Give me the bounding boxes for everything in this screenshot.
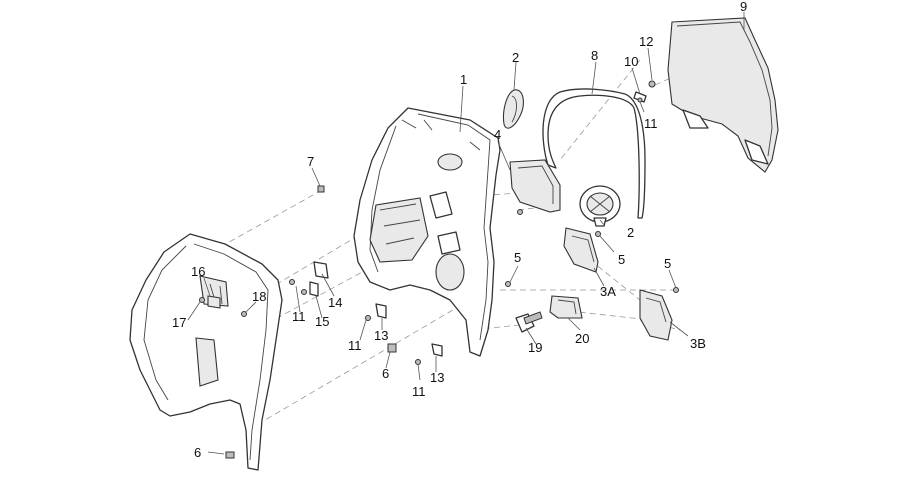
callout-14: 14 <box>328 295 342 310</box>
callout-13-lower: 13 <box>430 370 444 385</box>
screw-5-d <box>505 281 511 287</box>
part-20-connector <box>549 295 583 319</box>
callout-20: 20 <box>575 331 589 346</box>
screw-18 <box>241 311 247 317</box>
bracket-14 <box>313 261 329 279</box>
part-19-bolt <box>515 311 543 333</box>
callout-16: 16 <box>191 264 205 279</box>
screw-12 <box>648 80 656 88</box>
screw-5-c <box>673 287 679 293</box>
screw-11-d <box>415 359 421 365</box>
clip-10 <box>633 91 647 103</box>
clip-15 <box>309 281 319 297</box>
part-2-round-grille <box>579 185 621 227</box>
callout-11-bottom: 11 <box>412 384 426 399</box>
callout-3A: 3A <box>600 284 616 299</box>
screw-11-top <box>637 97 643 103</box>
callout-5-center: 5 <box>514 250 521 265</box>
fasteners <box>199 80 679 459</box>
callout-15: 15 <box>315 314 329 329</box>
part-3B-bracket <box>639 289 673 341</box>
fastener-7 <box>317 185 325 193</box>
screw-17 <box>199 297 205 303</box>
front-frame-outer <box>129 233 283 471</box>
part-2-oval-lens <box>502 89 524 129</box>
part-9-shield-panel <box>667 17 779 173</box>
screw-11-c <box>365 315 371 321</box>
callout-6-lower: 6 <box>194 445 201 460</box>
callout-6-upper: 6 <box>382 366 389 381</box>
screw-5-b <box>595 231 601 237</box>
clip-6-upper <box>387 343 397 353</box>
callout-3B: 3B <box>690 336 706 351</box>
callout-5-right: 5 <box>618 252 625 267</box>
callout-labels: 1 2 2 3A 3B 4 5 5 5 6 6 7 8 9 10 11 11 1… <box>172 0 747 460</box>
clip-13-upper <box>375 303 387 319</box>
callout-11-middle: 11 <box>348 338 362 353</box>
callout-13-upper: 13 <box>374 328 388 343</box>
callout-9: 9 <box>740 0 747 14</box>
part-4-inspection-cover <box>509 159 561 213</box>
callout-19: 19 <box>528 340 542 355</box>
part-8-trim-strip <box>542 88 646 219</box>
clip-6-lower <box>225 451 235 459</box>
screw-11-b <box>301 289 307 295</box>
screw-11-a <box>289 279 295 285</box>
callout-18: 18 <box>252 289 266 304</box>
callout-5-far-right: 5 <box>664 256 671 271</box>
callout-11-top: 11 <box>644 116 658 131</box>
callout-11-left: 11 <box>292 309 306 324</box>
part-3A-bracket-cover <box>563 227 599 273</box>
callout-10: 10 <box>624 54 638 69</box>
clip-16 <box>207 295 221 309</box>
callout-4: 4 <box>494 127 501 142</box>
callout-7: 7 <box>307 154 314 169</box>
callout-2-right: 2 <box>627 225 634 240</box>
leader-lines <box>187 12 745 455</box>
part-1-inner-shield <box>353 107 501 357</box>
callout-1: 1 <box>460 72 467 87</box>
callout-17: 17 <box>172 315 186 330</box>
callout-2-top: 2 <box>512 50 519 65</box>
callout-12: 12 <box>639 34 653 49</box>
screw-5-a <box>517 209 523 215</box>
callout-8: 8 <box>591 48 598 63</box>
clip-13-lower <box>431 343 443 357</box>
